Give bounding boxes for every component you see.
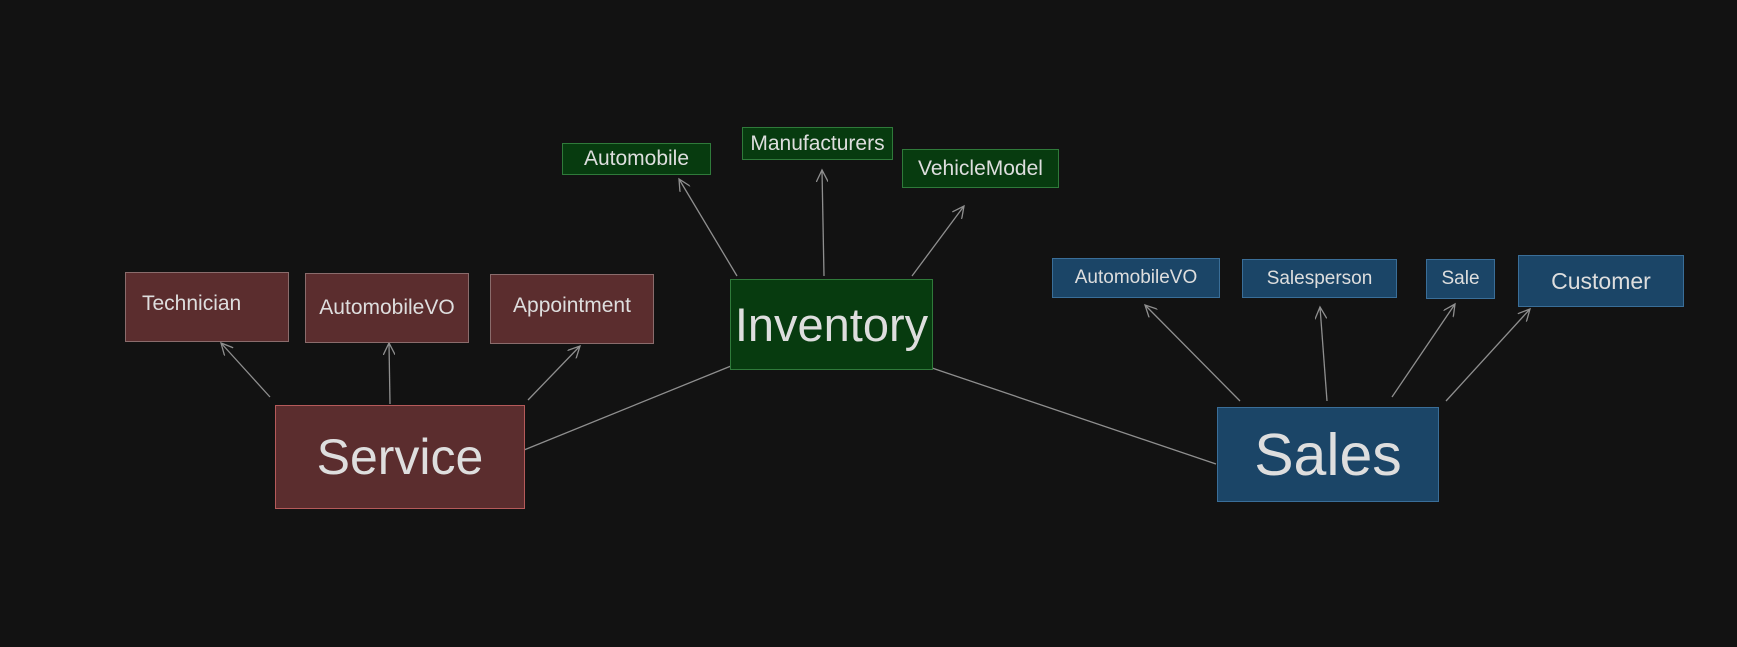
vehiclemodel-node[interactable]: VehicleModel — [902, 149, 1059, 188]
sales-node[interactable]: Sales — [1217, 407, 1439, 502]
edge-sales-salesperson — [1320, 307, 1328, 402]
edge-service-technician — [221, 343, 271, 398]
salesperson-node[interactable]: Salesperson — [1242, 259, 1397, 298]
appointment-node[interactable]: Appointment — [490, 274, 654, 344]
edge-inventory-automobile — [679, 179, 738, 277]
edge-sales-sale — [1391, 304, 1455, 398]
edge-service-inventory — [523, 365, 732, 451]
manufacturers-node[interactable]: Manufacturers — [742, 127, 893, 160]
edge-service-automobilevo — [389, 343, 390, 405]
edge-inventory-vehiclemodel — [911, 206, 964, 277]
edge-sales-automobilevo — [1145, 305, 1241, 402]
automobilevo-service-node[interactable]: AutomobileVO — [305, 273, 469, 343]
technician-node[interactable]: Technician — [125, 272, 289, 342]
service-node[interactable]: Service — [275, 405, 525, 509]
inventory-node[interactable]: Inventory — [730, 279, 933, 370]
sale-node[interactable]: Sale — [1426, 259, 1495, 299]
edge-service-appointment — [527, 346, 580, 401]
edge-inventory-sales — [931, 367, 1217, 465]
edge-sales-customer — [1445, 309, 1530, 402]
automobilevo-sales-node[interactable]: AutomobileVO — [1052, 258, 1220, 298]
automobile-node[interactable]: Automobile — [562, 143, 711, 175]
customer-node[interactable]: Customer — [1518, 255, 1684, 307]
edge-inventory-manufacturers — [822, 170, 824, 277]
